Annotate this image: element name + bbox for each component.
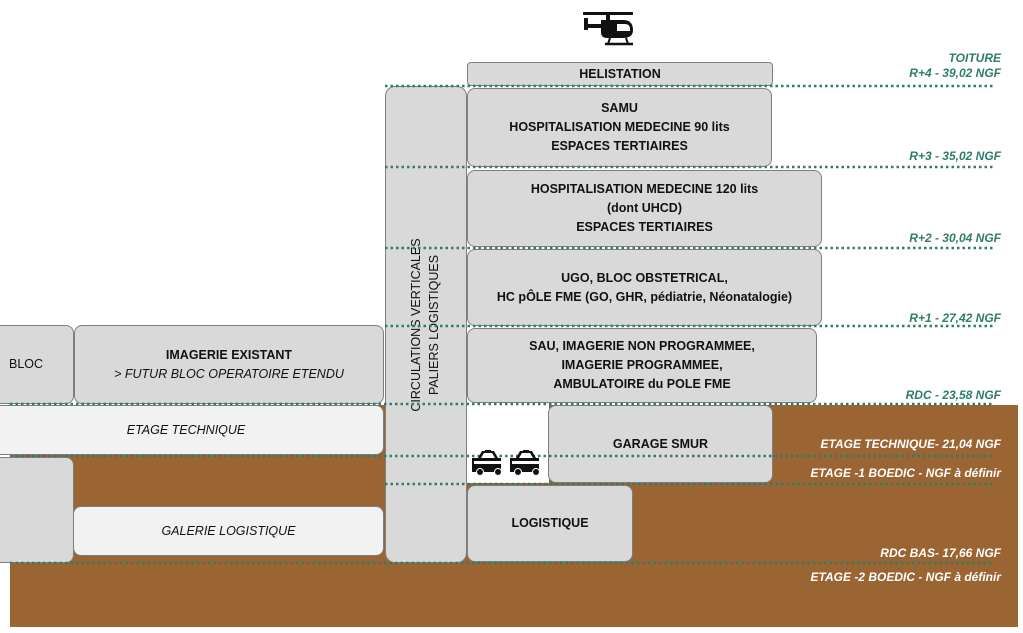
- galerie-logistique-label: GALERIE LOGISTIQUE: [161, 523, 296, 538]
- rdc-line-3: AMBULATOIRE du POLE FME: [553, 377, 731, 391]
- existing-lower-block: [0, 457, 74, 563]
- ambulance-icon: [510, 450, 540, 476]
- level-label-r1: R+1 - 27,42 NGF: [909, 311, 1001, 325]
- helistation-block: HELISTATION: [467, 62, 773, 86]
- level-label-etage-technique: ETAGE TECHNIQUE- 21,04 NGF: [820, 437, 1001, 451]
- level-label-rdc-bas: RDC BAS- 17,66 NGF: [880, 546, 1001, 560]
- etage-technique-label: ETAGE TECHNIQUE: [126, 422, 246, 437]
- rdc-line-1: SAU, IMAGERIE NON PROGRAMMEE,: [529, 339, 755, 353]
- level-label-etage-m2: ETAGE -2 BOEDIC - NGF à définir: [810, 570, 1001, 584]
- r2-block: HOSPITALISATION MEDECINE 120 lits (dont …: [467, 170, 822, 247]
- garage-smur-block: GARAGE SMUR: [548, 405, 773, 483]
- r2-line-3: ESPACES TERTIAIRES: [576, 220, 713, 234]
- r3-block: SAMU HOSPITALISATION MEDECINE 90 lits ES…: [467, 88, 772, 167]
- ambulance-icon: [472, 450, 502, 476]
- imagerie-line-2: > FUTUR BLOC OPERATOIRE ETENDU: [114, 366, 344, 381]
- level-label-etage-m1: ETAGE -1 BOEDIC - NGF à définir: [810, 466, 1001, 480]
- level-label-r3: R+3 - 35,02 NGF: [909, 149, 1001, 163]
- r3-line-2: HOSPITALISATION MEDECINE 90 lits: [509, 120, 730, 134]
- imagerie-block: IMAGERIE EXISTANT > FUTUR BLOC OPERATOIR…: [74, 325, 384, 404]
- r3-line-3: ESPACES TERTIAIRES: [551, 139, 688, 153]
- level-label-rdc: RDC - 23,58 NGF: [905, 388, 1001, 402]
- galerie-logistique-block: GALERIE LOGISTIQUE: [73, 506, 384, 556]
- rdc-line-2: IMAGERIE PROGRAMMEE,: [561, 358, 723, 372]
- r2-line-2: (dont UHCD): [607, 201, 682, 215]
- r3-line-1: SAMU: [601, 101, 638, 115]
- r2-line-1: HOSPITALISATION MEDECINE 120 lits: [530, 182, 759, 196]
- logistique-label: LOGISTIQUE: [511, 516, 589, 530]
- imagerie-line-1: IMAGERIE EXISTANT: [165, 347, 293, 362]
- r1-block: UGO, BLOC OBSTETRICAL, HC pÔLE FME (GO, …: [467, 249, 822, 326]
- bloc-label: BLOC: [9, 357, 44, 371]
- etage-technique-block: ETAGE TECHNIQUE: [0, 405, 384, 455]
- level-label-r4: R+4 - 39,02 NGF: [909, 66, 1001, 80]
- r1-line-1: UGO, BLOC OBSTETRICAL,: [561, 270, 728, 285]
- level-label-r2: R+2 - 30,04 NGF: [909, 231, 1001, 245]
- r1-line-2: HC pÔLE FME (GO, GHR, pédiatrie, Néonata…: [496, 289, 793, 304]
- helicopter-icon: [583, 12, 633, 46]
- bloc-block: BLOC: [0, 325, 74, 404]
- level-label-toiture: TOITURE: [948, 51, 1001, 65]
- rdc-block: SAU, IMAGERIE NON PROGRAMMEE, IMAGERIE P…: [467, 328, 817, 403]
- logistique-block: LOGISTIQUE: [467, 485, 633, 562]
- helistation-label: HELISTATION: [579, 66, 661, 81]
- garage-smur-label: GARAGE SMUR: [612, 436, 709, 451]
- ground-lower: [10, 563, 1018, 627]
